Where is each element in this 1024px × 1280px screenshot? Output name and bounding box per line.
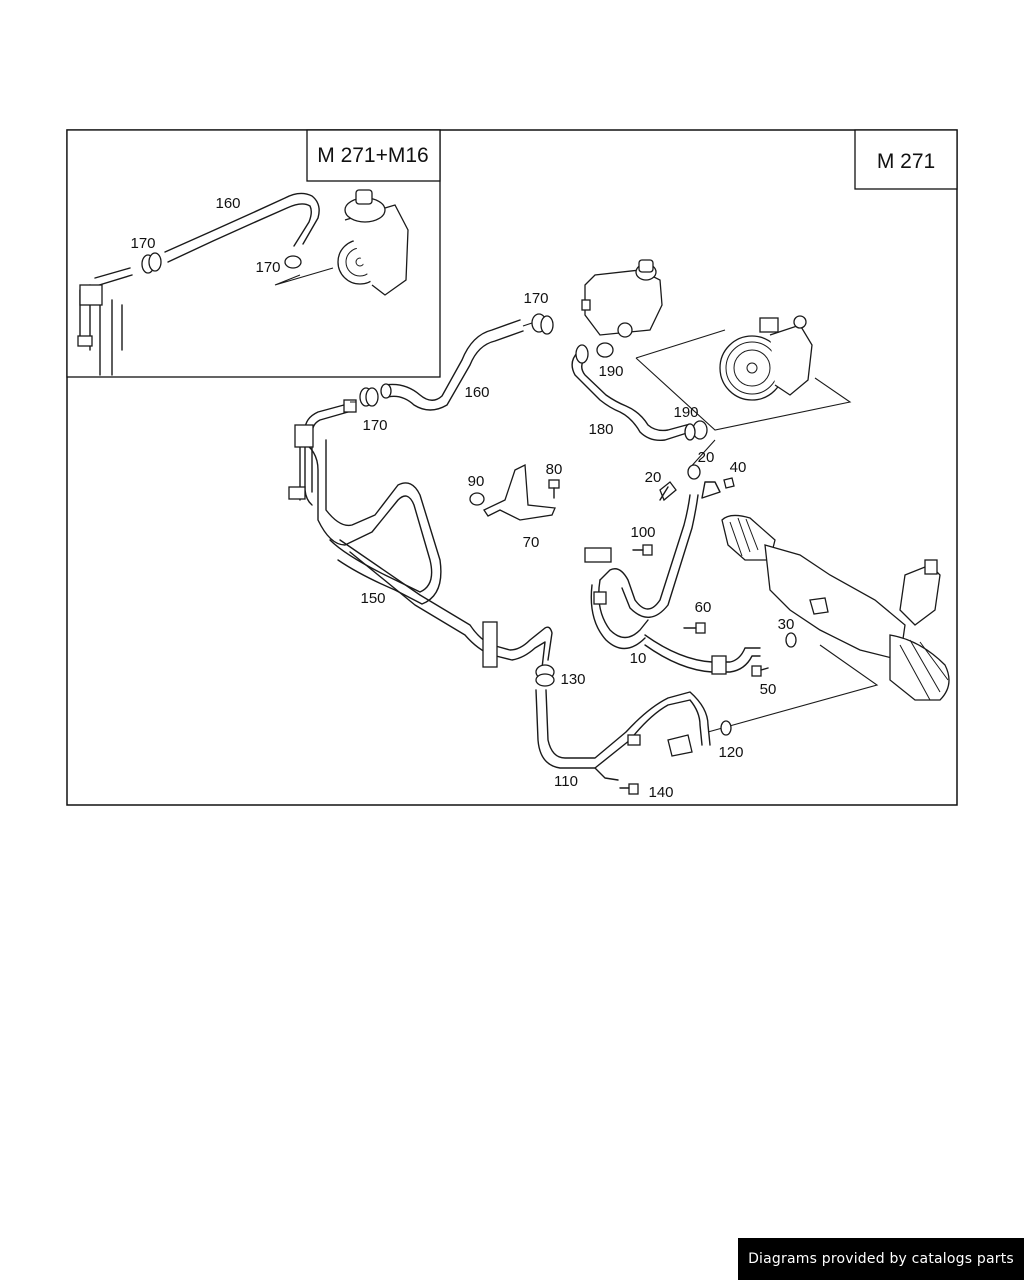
bolt-80 (548, 479, 560, 499)
callout-130: 130 (560, 671, 585, 688)
reservoir (581, 259, 663, 338)
seal-120 (720, 720, 732, 736)
inset-title: M 271+M16 (317, 144, 428, 167)
callout-30: 30 (778, 616, 795, 633)
seal-30 (785, 632, 797, 648)
gear-leader (707, 644, 879, 733)
bolt-50 (751, 665, 769, 677)
callout-70: 70 (523, 534, 540, 551)
bolt-40 (723, 477, 735, 489)
inset-drawing (77, 189, 409, 376)
callout-20-a: 20 (698, 449, 715, 466)
return-hose-110 (535, 689, 711, 781)
callout-160: 160 (464, 384, 489, 401)
pressure-hose-10 (584, 481, 761, 675)
steering-gear (721, 514, 950, 701)
main-title: M 271 (877, 150, 935, 173)
callout-inset-170a: 170 (130, 235, 155, 252)
inset-clamp-170-pump (284, 255, 302, 269)
callout-110: 110 (554, 773, 578, 790)
callout-80: 80 (546, 461, 563, 478)
callout-40: 40 (730, 459, 747, 476)
inset-hose-160 (164, 192, 320, 253)
callout-10: 10 (630, 650, 647, 667)
clamp-190-top (596, 342, 614, 358)
bolt-140 (619, 783, 639, 795)
callout-170-left: 170 (362, 417, 387, 434)
inset-title-box (306, 129, 441, 182)
callout-100: 100 (630, 524, 655, 541)
diagram-frame (66, 129, 958, 806)
callout-190-b: 190 (673, 404, 698, 421)
bolt-100 (632, 544, 653, 556)
clamp-170-left (359, 387, 379, 407)
bracket-70 (483, 463, 556, 521)
callout-50: 50 (760, 681, 777, 698)
bolt-60 (683, 622, 706, 634)
callout-20-b: 20 (645, 469, 662, 486)
callout-170-top: 170 (523, 290, 548, 307)
hose-160 (380, 319, 524, 411)
seal-20-a (687, 464, 701, 480)
clamp-170-top (522, 313, 554, 335)
hose-180 (571, 344, 691, 442)
main-title-box (854, 129, 958, 190)
callout-90: 90 (468, 473, 485, 490)
inset-cooler-lines (79, 284, 123, 376)
callout-inset-160: 160 (215, 195, 240, 212)
callout-60: 60 (695, 599, 712, 616)
callout-140: 140 (648, 784, 673, 801)
footer-credit: Diagrams provided by catalogs parts (738, 1238, 1024, 1280)
banjo-20-b (659, 481, 677, 502)
callout-180: 180 (588, 421, 613, 438)
callout-190-a: 190 (598, 363, 623, 380)
power-steering-pump (719, 315, 813, 401)
nut-90 (469, 492, 485, 506)
callout-150: 150 (360, 590, 385, 607)
callout-120: 120 (718, 744, 743, 761)
cooler-line-150 (288, 399, 553, 669)
clamp-130 (535, 664, 555, 687)
clamp-190-bottom (684, 420, 708, 441)
pump-leader (635, 329, 852, 431)
callout-inset-170b: 170 (255, 259, 280, 276)
